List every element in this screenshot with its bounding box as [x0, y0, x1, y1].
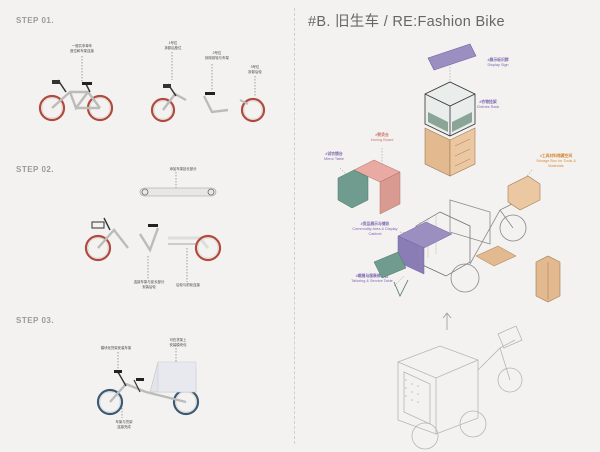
- label-storage-box-en: Storage Box for Tools & Materials: [536, 159, 576, 168]
- label-ironing-board-cn: #熨烫台: [375, 133, 389, 137]
- step2-extended-bike: [84, 217, 222, 262]
- step3-note-a: 模块化货架安装车架: [100, 346, 132, 350]
- label-mirror-table-cn: #试衣镜台: [325, 152, 343, 156]
- assembled-cart-outline: [397, 325, 523, 450]
- step-02-label: STEP 02.: [16, 165, 55, 174]
- front-basket-shape: [507, 175, 541, 211]
- label-tailoring: #裁缝与服装修补区 Tailoring & Service Table: [350, 274, 394, 284]
- label-mirror-table: #试衣镜台 Mirror Table: [314, 152, 354, 162]
- label-storage-box-cn: #工具材料储藏空间: [539, 154, 573, 158]
- mirror-table-shape: [337, 169, 369, 209]
- step1-full-bike: [38, 79, 114, 122]
- cabinet-shape: [424, 127, 451, 177]
- label-display-sign: #展示标识牌 Display Sign: [474, 58, 522, 68]
- step2-note-b: 连接车架与延长部分 安装后轮: [133, 280, 165, 289]
- step2-note-a: 添加车架延长部分: [169, 167, 197, 171]
- label-clothes-rack-en: Clothes Rack: [476, 105, 500, 109]
- tailoring-table-shape: [373, 251, 407, 279]
- label-ironing-board-en: Ironing Board: [370, 138, 394, 142]
- step1-disassembled-bike: [150, 83, 266, 123]
- label-display-sign-cn: #展示标识牌: [487, 58, 509, 62]
- label-mirror-table-en: Mirror Table: [324, 157, 344, 161]
- label-tailoring-cn: #裁缝与服装修补区: [355, 274, 389, 278]
- step2-extension-bar: [139, 187, 217, 197]
- label-clothes-rack: #衣物挂架 Clothes Rack: [468, 100, 508, 110]
- bike-drawings: [38, 52, 266, 418]
- assembly-steps-panel: STEP 01. STEP 02. STEP 03. 一般共享单车 座位和车架连…: [0, 0, 295, 452]
- label-storage-box: #工具材料储藏空间 Storage Box for Tools & Materi…: [528, 154, 584, 169]
- step1-note-a: 一般共享单车 座位和车架连接: [70, 44, 94, 53]
- panel-divider: [294, 8, 295, 444]
- label-display-sign-en: Display Sign: [487, 63, 509, 67]
- assembly-arrow-icon: [442, 312, 452, 330]
- label-commodity-area-cn: #货品展示与储存: [360, 222, 390, 226]
- step-01-label: STEP 01.: [16, 16, 55, 25]
- step3-note-c: 车架与货架 连接完成: [115, 420, 133, 429]
- right-cart-bike: [449, 199, 527, 293]
- label-clothes-rack-cn: #衣物挂架: [479, 100, 497, 104]
- page-title: #B. 旧生车 / RE:Fashion Bike: [308, 14, 505, 30]
- step2-note-c: 后轮与前轮连接: [176, 283, 200, 287]
- label-tailoring-en: Tailoring & Service Table: [351, 279, 393, 283]
- step1-note-c: 2号位 拆除前轮与车架: [205, 51, 229, 60]
- step1-note-d: 3号位 拆卸后轮: [248, 65, 262, 74]
- label-commodity-area-en: Commodity Area & Display Cabinet: [352, 227, 398, 236]
- step3-cargo-bike: [96, 361, 200, 416]
- step-03-label: STEP 03.: [16, 316, 55, 325]
- display-sign-shape: [427, 43, 477, 71]
- label-commodity-area: #货品展示与储存 Commodity Area & Display Cabine…: [352, 222, 398, 237]
- step1-note-b: 1号位 拆卸后座位: [164, 41, 182, 50]
- label-ironing-board: #熨烫台 Ironing Board: [364, 133, 400, 143]
- step3-note-b: 可在货架上 安装模块化: [169, 338, 187, 347]
